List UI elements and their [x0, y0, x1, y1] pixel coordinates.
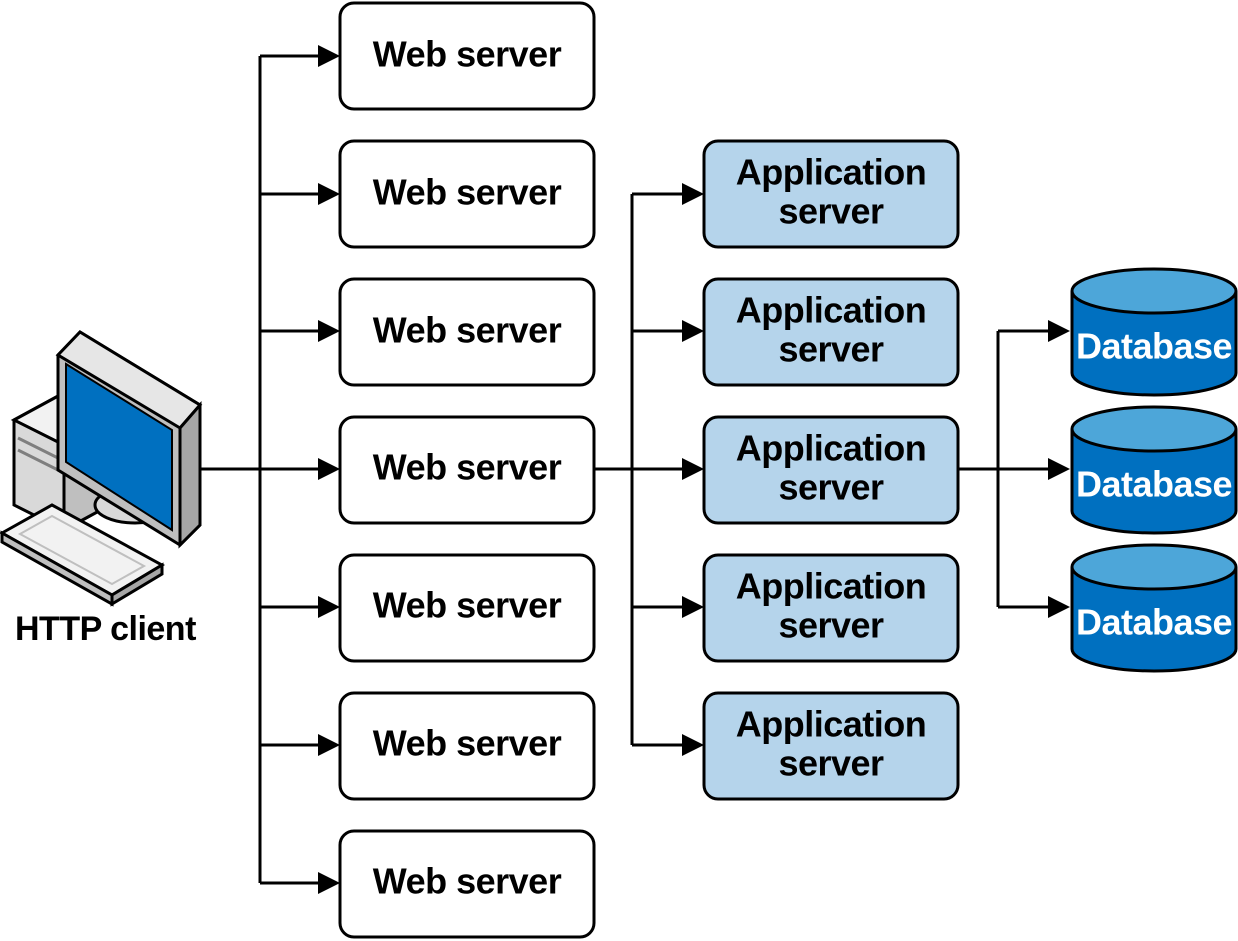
web-server-label: Web server [373, 585, 562, 626]
application-server: Application server [702, 139, 960, 249]
app-server-label-line1: Application [736, 704, 927, 745]
app-server-branches [632, 183, 704, 756]
application-server: Application server [702, 415, 960, 525]
web-server-label: Web server [373, 447, 562, 488]
database-cylinder-icon: Database [1070, 267, 1238, 397]
desktop-computer-icon [0, 330, 203, 607]
application-server: Application server [702, 277, 960, 387]
web-server: Web server [338, 829, 596, 939]
web-server: Web server [338, 139, 596, 249]
web-server-label: Web server [373, 310, 562, 351]
database-label: Database [1076, 602, 1232, 643]
app-server-label-line2: server [778, 329, 884, 370]
client-label: HTTP client [15, 610, 196, 648]
web-server: Web server [338, 415, 596, 525]
database-cylinder-icon: Database [1070, 543, 1238, 673]
web-server: Web server [338, 277, 596, 387]
web-server: Web server [338, 553, 596, 663]
database-label: Database [1076, 326, 1232, 367]
database-cylinder-icon: Database [1070, 405, 1238, 535]
web-server-label: Web server [373, 723, 562, 764]
web-server-label: Web server [373, 34, 562, 75]
app-server-label-line2: server [778, 191, 884, 232]
database-branches [998, 320, 1070, 618]
app-server-label-line2: server [778, 605, 884, 646]
application-server: Application server [702, 553, 960, 663]
application-server: Application server [702, 691, 960, 801]
app-server-label-line2: server [778, 743, 884, 784]
web-server-branches [260, 45, 340, 894]
web-server-label: Web server [373, 172, 562, 213]
app-server-label-line1: Application [736, 566, 927, 607]
app-server-label-line1: Application [736, 428, 927, 469]
web-server-label: Web server [373, 861, 562, 902]
app-server-label-line1: Application [736, 290, 927, 331]
app-server-label-line2: server [778, 467, 884, 508]
web-server: Web server [338, 691, 596, 801]
app-server-label-line1: Application [736, 152, 927, 193]
web-server: Web server [338, 1, 596, 111]
database-label: Database [1076, 464, 1232, 505]
